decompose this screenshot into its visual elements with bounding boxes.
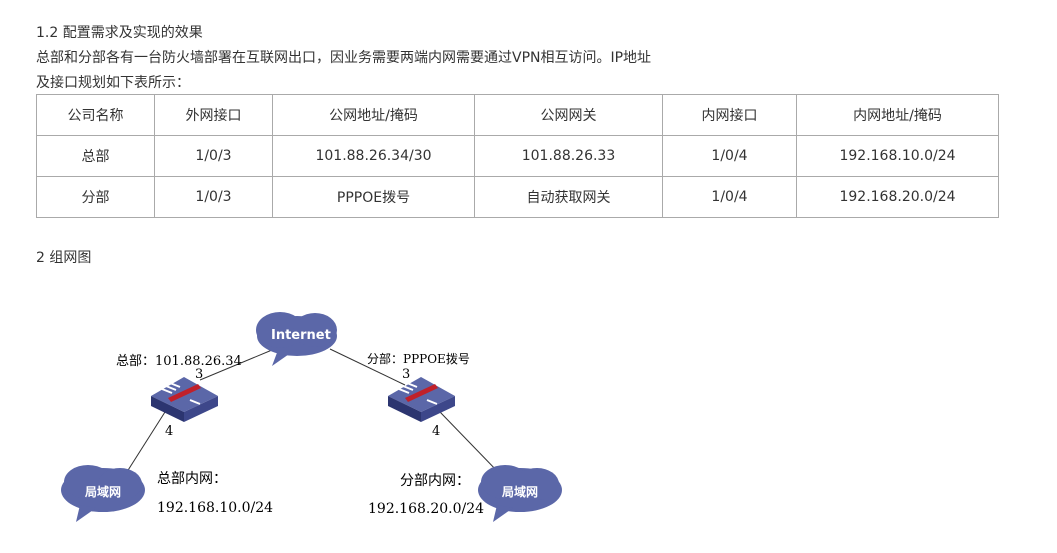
branch-lan-label: 分部内网：	[400, 473, 470, 489]
header-cell: 公司名称	[36, 94, 155, 136]
cell: 总部	[36, 135, 155, 177]
link-line	[439, 411, 501, 475]
table-row: 总部 1/0/3 101.88.26.34/30 101.88.26.33 1/…	[36, 135, 999, 177]
paragraph: 总部和分部各有一台防火墙部署在互联网出口，因业务需要两端内网需要通过VPN相互访…	[36, 50, 652, 66]
lan-label: 局域网	[502, 485, 539, 499]
header-cell: 内网接口	[662, 94, 797, 136]
table-row: 分部 1/0/3 PPPOE拨号 自动获取网关 1/0/4 192.168.20…	[36, 176, 999, 218]
cell: 自动获取网关	[474, 176, 663, 218]
lan-cloud-icon	[61, 465, 145, 522]
paragraph: 及接口规划如下表所示：	[36, 75, 190, 91]
header-cell: 公网网关	[474, 94, 663, 136]
branch-wan-label: 分部：PPPOE拨号	[367, 352, 470, 366]
ip-plan-table: 公司名称 外网接口 公网地址/掩码 公网网关 内网接口 内网地址/掩码 总部 1…	[36, 94, 999, 218]
cell: 192.168.20.0/24	[796, 176, 999, 218]
link-line	[124, 411, 166, 476]
hq-lan-label: 总部内网：	[157, 471, 227, 487]
link-line	[329, 348, 406, 386]
port-label: 3	[402, 367, 411, 382]
link-line	[199, 349, 273, 381]
section-heading: 1.2 配置需求及实现的效果	[36, 25, 203, 41]
lan-label: 局域网	[85, 485, 122, 499]
branch-lan-subnet: 192.168.20.0/24	[368, 501, 485, 517]
firewall-icon	[151, 377, 218, 422]
port-label: 3	[195, 367, 204, 382]
header-cell: 外网接口	[154, 94, 273, 136]
table-header-row: 公司名称 外网接口 公网地址/掩码 公网网关 内网接口 内网地址/掩码	[36, 94, 999, 136]
header-cell: 内网地址/掩码	[796, 94, 999, 136]
cell: 101.88.26.34/30	[272, 135, 475, 177]
hq-wan-label: 总部：101.88.26.34	[116, 354, 242, 369]
internet-cloud-icon	[256, 312, 337, 366]
cell: 192.168.10.0/24	[796, 135, 999, 177]
cell: 分部	[36, 176, 155, 218]
cell: 1/0/4	[662, 135, 797, 177]
internet-label: Internet	[271, 328, 331, 343]
port-label: 4	[432, 424, 441, 439]
port-label: 4	[165, 424, 174, 439]
hq-lan-subnet: 192.168.10.0/24	[157, 500, 274, 516]
firewall-icon	[388, 377, 455, 422]
cell: 1/0/4	[662, 176, 797, 218]
section-heading: 2 组网图	[36, 250, 92, 266]
lan-cloud-icon	[478, 465, 562, 522]
cell: PPPOE拨号	[272, 176, 475, 218]
